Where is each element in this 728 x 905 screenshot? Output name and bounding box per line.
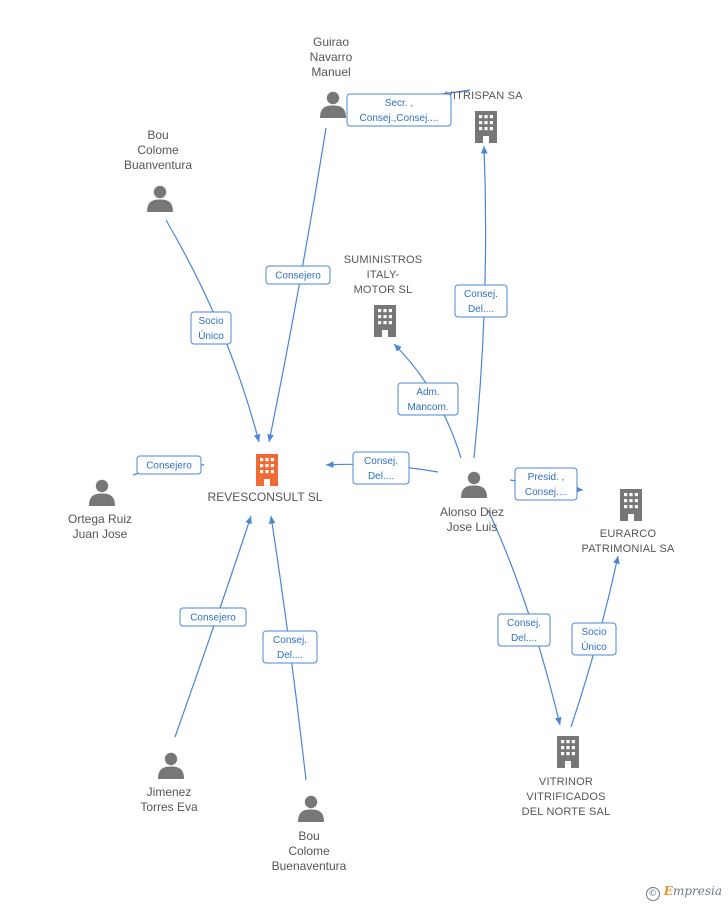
edge-label-box [397,382,459,416]
person-icon [158,752,184,779]
brand-watermark: ©Empresia [645,884,722,901]
company-icon [475,111,497,143]
edge-label-guirao-revesconsult[interactable]: Consejero [265,265,331,285]
brand-name: mpresia [672,884,722,898]
person-icon [320,91,346,118]
node-label-bou1: Bou [147,128,168,142]
edge-label-alonso-eurarco[interactable]: Presid. , Consej.... [514,467,578,501]
node-label-jimenez: Torres Eva [140,800,198,814]
edge-label-box [514,467,578,501]
node-label-guirao: Guirao [313,35,349,49]
edge-label-alonso-vitrispan[interactable]: Consej. Del.... [454,284,508,318]
edge-label-guirao-vitrispan[interactable]: Secr. , Consej.,Consej.... [346,93,452,127]
node-label-vitrinor: DEL NORTE SAL [522,806,611,818]
node-label-bou1: Buanventura [124,158,192,172]
node-label-eurarco: PATRIMONIAL SA [581,543,675,555]
edge-label-box [190,311,232,345]
edge-label-text: Del.... [468,304,494,315]
edge-label-text: Socio [198,316,223,327]
node-vitrispan[interactable]: VITRISPAN SA [445,90,523,143]
brand-initial: E [663,884,673,898]
edge-label-box [262,630,318,664]
node-label-vitrinor: VITRIFICADOS [526,791,605,803]
edge-label-box [454,284,508,318]
node-label-vitrispan: VITRISPAN SA [445,90,523,102]
node-label-guirao: Manuel [311,65,350,79]
node-label-bou2: Bou [298,829,319,843]
node-label-alonso: Alonso Diez [440,505,504,519]
edge-label-text: Del.... [368,471,394,482]
focus-company-icon [256,454,278,486]
company-icon [374,305,396,337]
edge-label-box [497,613,551,647]
person-icon [298,795,324,822]
node-eurarco[interactable]: EURARCO PATRIMONIAL SA [581,489,675,555]
node-label-ortega: Ortega Ruiz [68,512,132,526]
edge-label-text: Del.... [277,650,303,661]
node-label-bou2: Buenaventura [272,859,347,873]
edge-label-box [136,455,202,475]
edge-label-text: Secr. , [385,98,413,109]
node-label-eurarco: EURARCO [600,528,657,540]
node-label-suministros: ITALY- [367,269,400,281]
edge-label-box [179,607,247,627]
edge-label-text: Adm. [416,387,439,398]
node-revesconsult[interactable]: REVESCONSULT SL [208,454,323,504]
edge-label-text: Único [581,640,607,653]
node-label-alonso: Jose Luis [447,520,498,534]
edge-label-alonso-vitrinor[interactable]: Consej. Del.... [497,613,551,647]
edge-line-guirao-revesconsult [267,127,327,443]
edge-line-alonso-vitrinor [487,509,562,726]
company-icon [620,489,642,521]
node-label-suministros: SUMINISTROS [344,254,423,266]
company-icon [557,736,579,768]
node-label-vitrinor: VITRINOR [539,776,593,788]
edge-label-text: Consejero [190,613,236,624]
edge-label-text: Consej. [507,618,541,629]
edge-label-text: Mancom. [407,402,448,413]
person-icon [147,185,173,212]
edge-label-box [265,265,331,285]
node-label-guirao: Navarro [310,50,353,64]
edge-label-text: Presid. , [528,472,565,483]
edge-label-box [352,451,410,485]
node-label-jimenez: Jimenez [147,785,192,799]
node-suministros[interactable]: SUMINISTROS ITALY- MOTOR SL [344,254,423,337]
edge-label-jimenez-revesconsult[interactable]: Consejero [179,607,247,627]
copyright-icon: © [645,887,660,901]
edge-label-alonso-revesconsult[interactable]: Consej. Del.... [352,451,410,485]
node-label-ortega: Juan Jose [73,527,128,541]
node-label-bou1: Colome [137,143,179,157]
edge-label-text: Consej. [364,456,398,467]
node-label-bou2: Colome [288,844,330,858]
edge-label-box [346,93,452,127]
edge-label-bou2-revesconsult[interactable]: Consej. Del.... [262,630,318,664]
edge-label-box [571,622,617,656]
edge-label-text: Consej.,Consej.... [360,113,439,124]
person-icon [461,471,487,498]
edge-label-text: Consejero [146,461,192,472]
edge-label-text: Del.... [511,633,537,644]
edge-label-text: Único [198,329,224,342]
edge-label-ortega-revesconsult[interactable]: Consejero [136,455,202,475]
edge-label-alonso-suministros[interactable]: Adm. Mancom. [397,382,459,416]
person-icon [89,479,115,506]
edge-label-text: Consej. [464,289,498,300]
node-label-revesconsult: REVESCONSULT SL [208,490,323,504]
node-label-suministros: MOTOR SL [354,284,413,296]
edge-label-text: Consej.... [525,487,567,498]
edge-label-text: Consejero [275,271,321,282]
edge-label-text: Socio [581,627,606,638]
edge-label-text: Consej. [273,635,307,646]
node-vitrinor[interactable]: VITRINOR VITRIFICADOS DEL NORTE SAL [522,736,611,818]
